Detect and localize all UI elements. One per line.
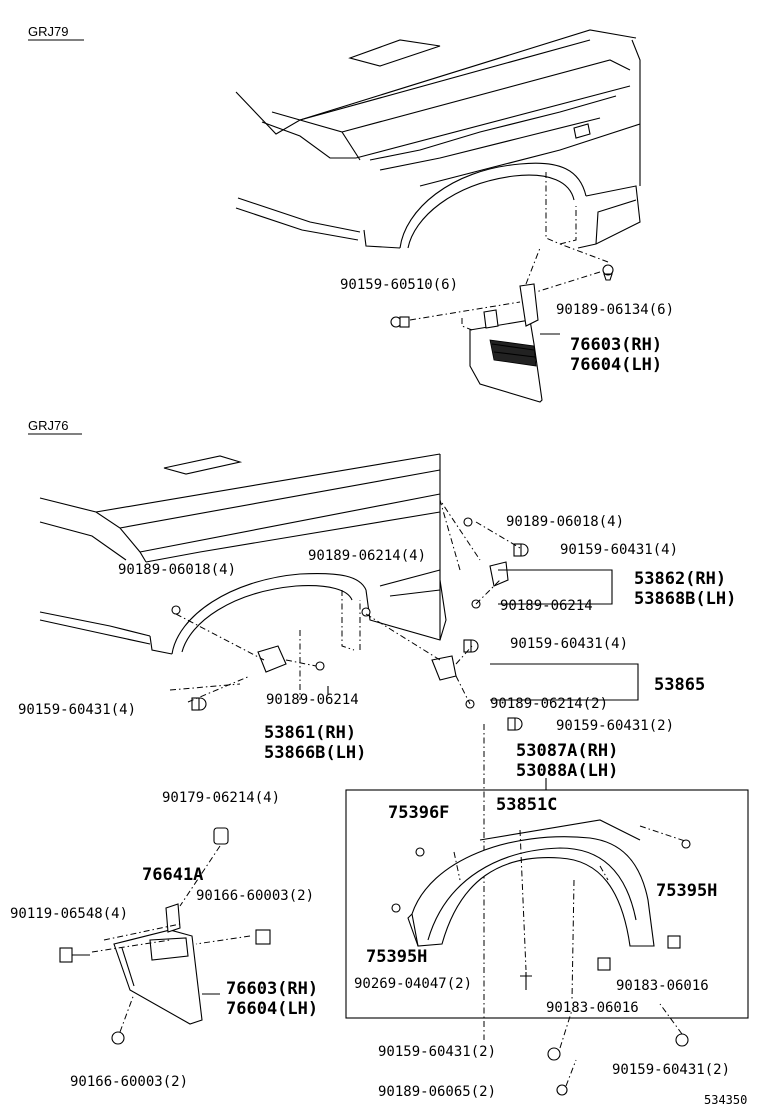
- bolt-icon: [675, 1033, 689, 1047]
- bolt-icon: [111, 1031, 125, 1045]
- part-label: 90189-06214: [500, 598, 593, 614]
- part-label: 90179-06214(4): [162, 790, 280, 806]
- part-label: 76641A: [142, 865, 203, 885]
- bolt-icon: [463, 639, 479, 653]
- part-label: 75395H: [366, 947, 427, 967]
- part-label: 90189-06018(4): [118, 562, 236, 578]
- part-label: 90159-60431(2): [612, 1062, 730, 1078]
- bracket-icon: [489, 561, 509, 587]
- bolt-icon: [547, 1047, 561, 1061]
- bracket-icon: [257, 645, 287, 673]
- part-label: 76603(RH): [226, 979, 318, 999]
- clip-icon: [361, 607, 371, 617]
- bolt-icon: [507, 717, 523, 731]
- nut-icon: [597, 957, 611, 971]
- part-label: 90159-60431(2): [556, 718, 674, 734]
- bolt-icon: [390, 316, 410, 328]
- part-label: 53087A(RH): [516, 741, 618, 761]
- part-label: 90183-06016: [546, 1000, 639, 1016]
- screw-icon: [520, 972, 532, 990]
- clip-icon: [556, 1084, 568, 1096]
- clip-icon: [171, 605, 181, 615]
- mud-guard-grj79: [461, 283, 543, 403]
- part-label: 90166-60003(2): [196, 888, 314, 904]
- clip-icon: [415, 847, 425, 857]
- bolt-icon: [513, 543, 529, 557]
- clip-icon: [391, 903, 401, 913]
- vehicle-body-grj76: [39, 453, 447, 655]
- part-label: 53088A(LH): [516, 761, 618, 781]
- bracket-icon: [431, 655, 457, 681]
- part-label: 76604(LH): [570, 355, 662, 375]
- part-label: 53866B(LH): [264, 743, 366, 763]
- bolt-icon: [59, 947, 90, 963]
- part-label: 90189-06214: [266, 692, 359, 708]
- mud-guard-grj76: [113, 903, 203, 1025]
- part-label: 90166-60003(2): [70, 1074, 188, 1090]
- part-label: 90159-60431(4): [18, 702, 136, 718]
- part-label: 90119-06548(4): [10, 906, 128, 922]
- part-label: 53851C: [496, 795, 557, 815]
- part-label: 90159-60431(4): [560, 542, 678, 558]
- section-label-grj76: GRJ76: [28, 418, 68, 433]
- part-label: 75396F: [388, 803, 449, 823]
- part-label: 75395H: [656, 881, 717, 901]
- part-label: 90189-06065(2): [378, 1084, 496, 1100]
- part-label: 90159-60510(6): [340, 277, 458, 293]
- part-label: 76604(LH): [226, 999, 318, 1019]
- section-label-grj79: GRJ79: [28, 24, 68, 39]
- assembly-box: [345, 789, 749, 1019]
- part-label: 90189-06018(4): [506, 514, 624, 530]
- clip-icon: [681, 839, 691, 849]
- part-label: 53861(RH): [264, 723, 356, 743]
- part-label: 76603(RH): [570, 335, 662, 355]
- part-label: 90189-06134(6): [556, 302, 674, 318]
- diagram-number: 534350: [704, 1093, 747, 1107]
- nut-icon: [255, 929, 271, 945]
- part-label: 53865: [654, 675, 705, 695]
- part-label: 90159-60431(2): [378, 1044, 496, 1060]
- clip-icon: [213, 827, 229, 845]
- part-label: 90189-06214(4): [308, 548, 426, 564]
- bolt-icon: [191, 697, 207, 711]
- part-label: 53868B(LH): [634, 589, 736, 609]
- nut-icon: [667, 935, 681, 949]
- part-label: 90189-06214(2): [490, 696, 608, 712]
- part-label: 90159-60431(4): [510, 636, 628, 652]
- clip-icon: [315, 661, 325, 671]
- part-label: 90269-04047(2): [354, 976, 472, 992]
- part-label: 53862(RH): [634, 569, 726, 589]
- clip-icon: [463, 517, 473, 527]
- vehicle-body-grj79: [235, 29, 641, 249]
- fender-flare: [407, 819, 689, 1001]
- part-label: 90183-06016: [616, 978, 709, 994]
- clip-icon: [602, 264, 614, 281]
